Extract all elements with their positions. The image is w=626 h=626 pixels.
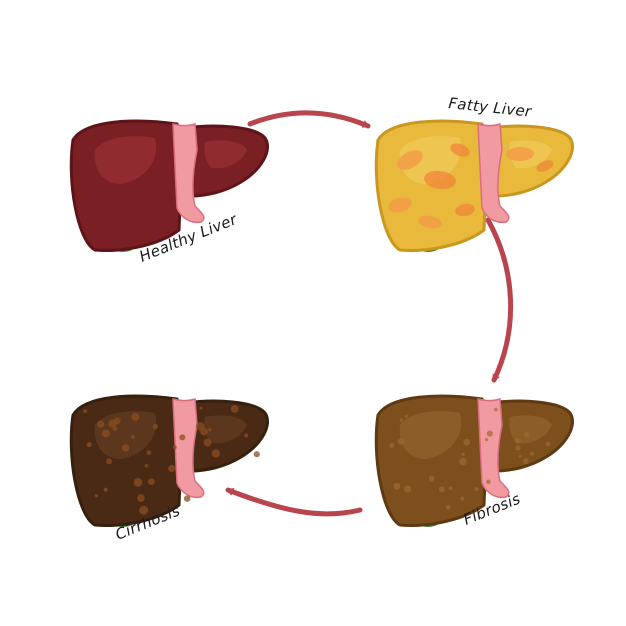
fibrosis-spot xyxy=(518,454,522,458)
label-fatty-liver: Fatty Liver xyxy=(448,94,533,121)
fat-deposit xyxy=(506,146,534,162)
cirrhosis-nodule xyxy=(94,494,99,498)
cirrhosis-nodule xyxy=(97,420,105,428)
cirrhosis-nodule xyxy=(86,442,92,448)
fibrosis-spot xyxy=(404,414,408,418)
cirrhosis-nodule xyxy=(139,505,149,515)
cirrhosis-nodule xyxy=(144,463,149,468)
liver-fibrosis xyxy=(374,394,574,527)
fibrosis-spot xyxy=(459,457,467,466)
cirrhosis-nodule xyxy=(243,433,249,438)
cirrhosis-nodule xyxy=(101,429,110,438)
fibrosis-spot xyxy=(428,475,435,482)
left-lobe-highlight xyxy=(399,411,462,459)
fibrosis-spot xyxy=(530,451,535,456)
fibrosis-spot xyxy=(460,496,465,501)
cirrhosis-nodule xyxy=(199,406,203,410)
right-lobe-highlight xyxy=(204,140,247,169)
cirrhosis-nodule xyxy=(137,494,145,502)
arrow-healthy-to-fatty xyxy=(247,110,371,129)
fibrosis-spot xyxy=(484,438,489,442)
cirrhosis-nodule xyxy=(147,478,155,486)
cirrhosis-nodule xyxy=(121,444,130,452)
falciform-ligament xyxy=(172,397,205,499)
left-lobe-highlight xyxy=(399,136,462,184)
cirrhosis-nodule xyxy=(152,423,159,430)
cirrhosis-nodule xyxy=(211,449,220,458)
fibrosis-spot xyxy=(438,486,445,493)
fibrosis-spot xyxy=(515,445,521,451)
cirrhosis-nodule xyxy=(106,458,112,465)
cirrhosis-nodule xyxy=(130,434,136,439)
cirrhosis-nodule xyxy=(146,450,152,455)
fibrosis-spot xyxy=(474,487,479,492)
fibrosis-spot xyxy=(448,486,453,490)
cirrhosis-nodule xyxy=(208,427,212,432)
fibrosis-spot xyxy=(399,418,404,422)
cirrhosis-nodule xyxy=(103,487,108,492)
fibrosis-spot xyxy=(393,482,401,490)
fibrosis-spot xyxy=(463,438,471,446)
fat-deposit xyxy=(388,197,412,213)
cirrhosis-nodule xyxy=(253,451,260,458)
fibrosis-spot xyxy=(446,505,451,510)
fat-deposit xyxy=(450,143,470,157)
fibrosis-spot xyxy=(515,438,521,444)
arrow-fibrosis-to-cirrhosis xyxy=(225,487,363,517)
fibrosis-spot xyxy=(522,458,529,465)
cirrhosis-nodule xyxy=(112,426,118,432)
cirrhosis-nodule xyxy=(108,419,117,428)
fibrosis-spot xyxy=(486,479,491,485)
fat-deposit xyxy=(424,170,456,190)
fat-deposit xyxy=(397,150,423,170)
right-lobe-highlight xyxy=(509,415,552,444)
cirrhosis-nodule xyxy=(203,438,212,447)
fibrosis-spot xyxy=(545,441,551,447)
liver-healthy xyxy=(69,119,269,252)
liver-cirrhosis xyxy=(69,394,269,527)
fibrosis-spot xyxy=(486,430,493,437)
cirrhosis-nodule xyxy=(183,495,191,502)
fat-deposit xyxy=(536,160,554,172)
fibrosis-spot xyxy=(494,407,498,412)
fibrosis-spot xyxy=(524,432,530,438)
falciform-ligament xyxy=(477,397,510,499)
fibrosis-spot xyxy=(403,485,412,493)
fat-deposit xyxy=(455,203,475,217)
falciform-ligament xyxy=(172,122,205,224)
cirrhosis-nodule xyxy=(200,427,209,436)
cirrhosis-nodule xyxy=(131,412,140,421)
cirrhosis-nodule xyxy=(133,477,143,487)
fat-deposit xyxy=(418,215,442,229)
right-lobe-highlight xyxy=(204,415,247,444)
fibrosis-spot xyxy=(461,452,465,456)
falciform-ligament xyxy=(477,122,510,224)
cirrhosis-nodule xyxy=(179,434,186,441)
cirrhosis-nodule xyxy=(172,445,177,450)
cirrhosis-nodule xyxy=(83,409,88,414)
liver-fatty xyxy=(374,119,574,252)
fibrosis-spot xyxy=(397,438,405,445)
arrow-fatty-to-fibrosis xyxy=(485,217,514,383)
left-lobe-highlight xyxy=(94,136,157,184)
cirrhosis-nodule xyxy=(230,405,239,413)
cirrhosis-nodule xyxy=(168,464,176,473)
fibrosis-spot xyxy=(389,442,395,448)
